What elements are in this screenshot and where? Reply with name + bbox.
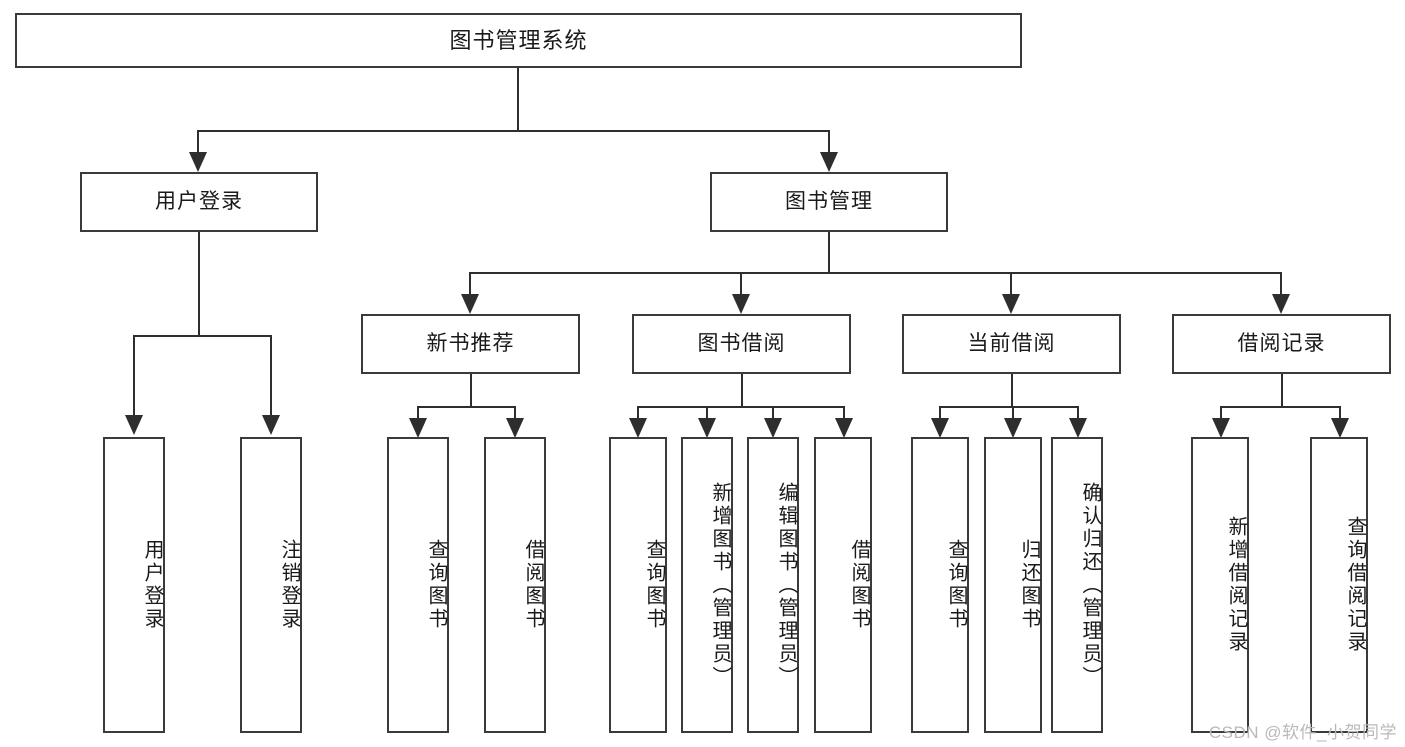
leaf-user-login[interactable]: 用户登录 xyxy=(103,437,165,733)
csdn-watermark: CSDN @软件_小贺同学 xyxy=(1208,723,1397,742)
arrow-bm-to-new-book xyxy=(461,294,479,314)
node-label: 图书管理 xyxy=(785,189,873,213)
connector-book-management-bus xyxy=(469,272,1282,274)
connector-root-stem xyxy=(517,68,519,130)
connector-user-login-to-leaf-2 xyxy=(270,335,272,417)
connector-bb-to-leaf-3 xyxy=(772,406,774,420)
connector-nb-to-leaf-2 xyxy=(514,406,516,420)
connector-bb-to-leaf-1 xyxy=(637,406,639,420)
connector-bm-to-new-book xyxy=(469,272,471,296)
connector-root-bus xyxy=(197,130,829,132)
node-label: 用户登录 xyxy=(141,539,163,631)
connector-bm-to-current-borrow xyxy=(1010,272,1012,296)
leaf-return-book[interactable]: 归还图书 xyxy=(984,437,1042,733)
connector-book-borrow-bus xyxy=(637,406,844,408)
leaf-edit-book[interactable]: 编辑图书（管理员） xyxy=(747,437,799,733)
arrow-bm-to-current-borrow xyxy=(1002,294,1020,314)
node-label: 确认归还（管理员） xyxy=(1079,481,1101,689)
arrow-root-to-book-management xyxy=(820,152,838,172)
connector-bb-to-leaf-4 xyxy=(843,406,845,420)
node-current-borrow[interactable]: 当前借阅 xyxy=(902,314,1121,374)
leaf-query-record[interactable]: 查询借阅记录 xyxy=(1310,437,1368,733)
node-label: 编辑图书（管理员） xyxy=(775,481,797,689)
arrow-nb-to-leaf-1 xyxy=(409,418,427,438)
connector-root-to-book-management xyxy=(828,130,830,154)
arrow-bb-to-leaf-3 xyxy=(764,418,782,438)
connector-root-to-user-login xyxy=(197,130,199,154)
node-user-login[interactable]: 用户登录 xyxy=(80,172,318,232)
arrow-user-login-to-leaf-1 xyxy=(125,415,143,435)
leaf-borrow-book-2[interactable]: 借阅图书 xyxy=(814,437,872,733)
node-label: 借阅图书 xyxy=(522,539,544,631)
arrow-bm-to-borrow-record xyxy=(1272,294,1290,314)
arrow-cb-to-leaf-1 xyxy=(931,418,949,438)
leaf-borrow-book-1[interactable]: 借阅图书 xyxy=(484,437,546,733)
node-label: 当前借阅 xyxy=(967,331,1056,355)
connector-borrow-record-stem xyxy=(1281,374,1283,408)
node-label: 新增借阅记录 xyxy=(1225,516,1247,654)
node-label: 归还图书 xyxy=(1018,539,1040,631)
leaf-confirm-return[interactable]: 确认归还（管理员） xyxy=(1051,437,1103,733)
node-label: 查询图书 xyxy=(945,539,967,631)
connector-user-login-stem xyxy=(198,232,200,336)
node-label: 查询借阅记录 xyxy=(1344,516,1366,654)
node-root-system[interactable]: 图书管理系统 xyxy=(15,13,1022,68)
connector-bm-to-book-borrow xyxy=(740,272,742,296)
leaf-query-book-2[interactable]: 查询图书 xyxy=(609,437,667,733)
connector-user-login-bus xyxy=(133,335,271,337)
arrow-bb-to-leaf-1 xyxy=(629,418,647,438)
node-label: 图书借阅 xyxy=(697,331,786,355)
arrow-bm-to-book-borrow xyxy=(732,294,750,314)
connector-nb-to-leaf-1 xyxy=(417,406,419,420)
connector-cb-to-leaf-3 xyxy=(1077,406,1079,420)
node-label: 借阅记录 xyxy=(1237,331,1326,355)
leaf-query-book-3[interactable]: 查询图书 xyxy=(911,437,969,733)
node-borrow-record[interactable]: 借阅记录 xyxy=(1172,314,1391,374)
node-label: 查询图书 xyxy=(643,539,665,631)
leaf-add-record[interactable]: 新增借阅记录 xyxy=(1191,437,1249,733)
node-label: 图书管理系统 xyxy=(449,27,588,53)
node-label: 用户登录 xyxy=(155,189,243,213)
connector-current-borrow-stem xyxy=(1011,374,1013,408)
connector-book-borrow-stem xyxy=(741,374,743,408)
node-new-book-recommend[interactable]: 新书推荐 xyxy=(361,314,580,374)
connector-borrow-record-bus xyxy=(1220,406,1340,408)
connector-book-management-stem xyxy=(828,232,830,274)
connector-new-book-bus xyxy=(417,406,515,408)
node-book-borrow[interactable]: 图书借阅 xyxy=(632,314,851,374)
node-book-management[interactable]: 图书管理 xyxy=(710,172,948,232)
connector-bb-to-leaf-2 xyxy=(706,406,708,420)
connector-bm-to-borrow-record xyxy=(1280,272,1282,296)
leaf-query-book-1[interactable]: 查询图书 xyxy=(387,437,449,733)
arrow-cb-to-leaf-2 xyxy=(1004,418,1022,438)
arrow-cb-to-leaf-3 xyxy=(1069,418,1087,438)
node-label: 注销登录 xyxy=(278,539,300,631)
leaf-logout[interactable]: 注销登录 xyxy=(240,437,302,733)
node-label: 新书推荐 xyxy=(426,331,515,355)
connector-new-book-stem xyxy=(470,374,472,408)
arrow-root-to-user-login xyxy=(189,152,207,172)
connector-br-to-leaf-1 xyxy=(1220,406,1222,420)
arrow-bb-to-leaf-4 xyxy=(835,418,853,438)
arrow-nb-to-leaf-2 xyxy=(506,418,524,438)
node-label: 借阅图书 xyxy=(848,539,870,631)
connector-cb-to-leaf-2 xyxy=(1012,406,1014,420)
node-label: 新增图书（管理员） xyxy=(709,481,731,689)
node-label: 查询图书 xyxy=(425,539,447,631)
leaf-add-book[interactable]: 新增图书（管理员） xyxy=(681,437,733,733)
connector-cb-to-leaf-1 xyxy=(939,406,941,420)
arrow-br-to-leaf-1 xyxy=(1212,418,1230,438)
connector-current-borrow-bus xyxy=(939,406,1078,408)
arrow-user-login-to-leaf-2 xyxy=(262,415,280,435)
connector-br-to-leaf-2 xyxy=(1339,406,1341,420)
arrow-br-to-leaf-2 xyxy=(1331,418,1349,438)
arrow-bb-to-leaf-2 xyxy=(698,418,716,438)
connector-user-login-to-leaf-1 xyxy=(133,335,135,417)
